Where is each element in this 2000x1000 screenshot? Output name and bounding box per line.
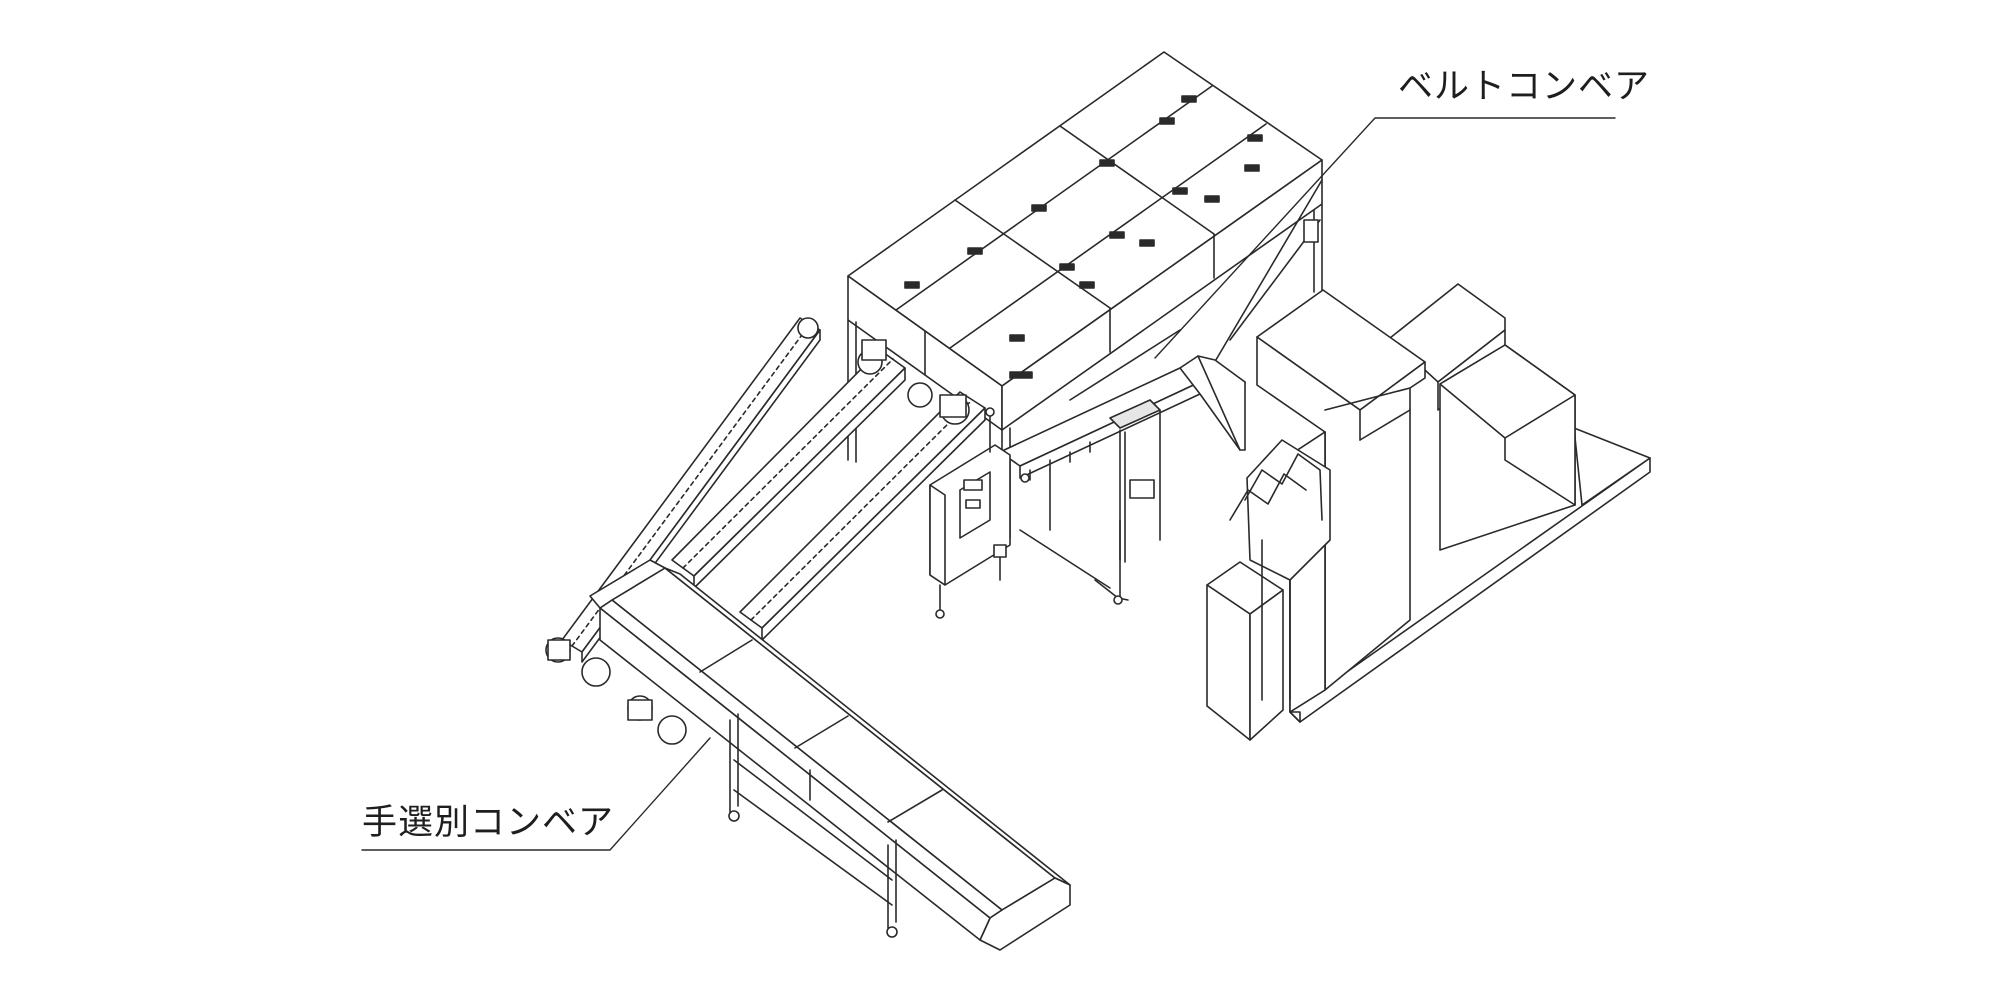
inclined-chute-stairs (1229, 439, 1331, 701)
leader-line-manual-conveyor (361, 737, 711, 851)
belt-conveyor-label: ベルトコンベア (1398, 67, 1651, 107)
leader-line-belt-conveyor (1154, 117, 1616, 359)
belt-conveyor (999, 355, 1246, 605)
right-stepped-block (1439, 344, 1576, 551)
front-small-block (1206, 561, 1284, 741)
hopper-bin (847, 51, 1323, 431)
rear-inclined-conveyor-3 (739, 391, 986, 641)
control-panel (929, 407, 1011, 619)
manual-sorting-conveyor-label: 手選別コンベア (362, 803, 615, 843)
leader-lines (361, 117, 1616, 851)
rear-inclined-conveyor-2 (671, 349, 906, 589)
manual-conveyor-legs (728, 713, 898, 938)
manual-sorting-conveyor (589, 559, 1071, 951)
front-drive-motors (545, 637, 687, 745)
drive-motors-top (797, 317, 970, 425)
platform-base (1289, 427, 1651, 723)
